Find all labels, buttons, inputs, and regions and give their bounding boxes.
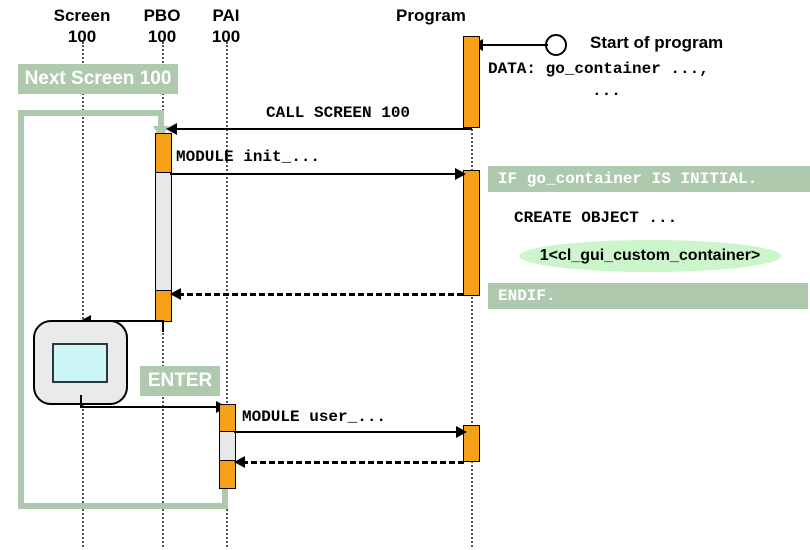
lifeline-screen — [82, 42, 84, 547]
create-object-target-ellipse: 1<cl_gui_custom_container> — [519, 240, 781, 272]
return-program-to-pbo — [178, 293, 463, 296]
lifeline-header-pbo: PBO 100 — [143, 6, 181, 46]
loop-segment-right — [222, 485, 228, 507]
module-user-label: MODULE user_... — [242, 408, 387, 426]
activation-program-pai — [463, 425, 480, 462]
start-of-program-node — [545, 34, 567, 56]
loop-segment-top — [18, 110, 164, 116]
activation-pai-top — [219, 404, 236, 432]
pbo-to-screen-vertical — [162, 320, 164, 332]
module-init-arrow — [170, 173, 460, 175]
if-statement-banner: IF go_container IS INITIAL. — [488, 166, 810, 192]
lifeline-header-pai: PAI 100 — [211, 6, 241, 46]
activation-pbo-top — [155, 133, 172, 173]
lifeline-header-screen: Screen 100 — [53, 6, 111, 46]
endif-banner: ENDIF. — [488, 283, 808, 309]
module-user-arrowhead-icon — [456, 426, 467, 438]
start-of-program-arrow — [478, 44, 548, 46]
loop-segment-drop — [158, 110, 164, 128]
screen-to-pai-arrow — [80, 406, 222, 408]
activation-program-pbo — [463, 170, 480, 296]
screen-to-pai-vertical — [80, 395, 82, 408]
call-screen-label: CALL SCREEN 100 — [266, 104, 411, 122]
enter-banner: ENTER — [140, 366, 220, 396]
loop-segment-bottom — [18, 503, 228, 509]
create-object-label: CREATE OBJECT ... — [514, 209, 678, 227]
return-program-to-pai — [242, 461, 464, 464]
activation-pbo-wait — [155, 172, 172, 292]
return-program-to-pbo-arrowhead-icon — [170, 288, 181, 300]
call-screen-arrow — [172, 128, 472, 130]
next-screen-banner: Next Screen 100 — [18, 64, 178, 94]
module-init-arrowhead-icon — [455, 168, 466, 180]
start-of-program-label: Start of program — [590, 33, 724, 52]
return-program-to-pai-arrowhead-icon — [234, 456, 245, 468]
data-declaration-line2: ... — [592, 82, 621, 100]
data-declaration-line1: DATA: go_container ..., — [488, 60, 709, 78]
loop-segment-left — [18, 110, 24, 506]
activation-program-start — [463, 36, 480, 128]
pbo-to-screen-arrow — [88, 320, 164, 322]
screen-widget-custom-container — [52, 343, 108, 383]
lifeline-header-program: Program — [396, 6, 466, 25]
call-screen-arrowhead-icon — [166, 123, 177, 135]
module-init-label: MODULE init_... — [176, 148, 321, 166]
activation-pai-bottom — [219, 460, 236, 489]
module-user-arrow — [234, 431, 462, 433]
